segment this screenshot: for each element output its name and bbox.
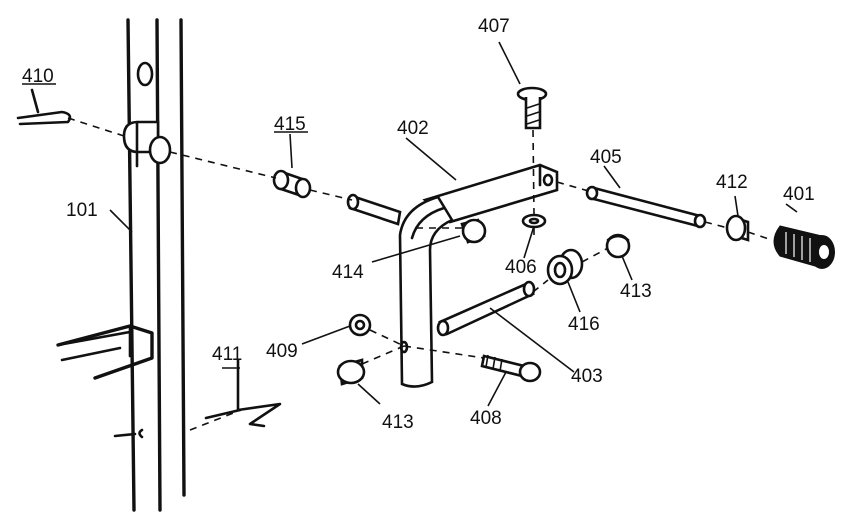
label-408: 408 (470, 408, 502, 429)
frame-post (56, 18, 186, 512)
label-410: 410 (22, 66, 54, 87)
pin-411 (204, 358, 282, 428)
label-415: 415 (274, 114, 306, 135)
label-413-right: 413 (620, 281, 652, 302)
bolt-407 (516, 86, 548, 130)
nut-409 (348, 313, 372, 337)
label-411: 411 (212, 344, 242, 365)
label-401: 401 (783, 184, 815, 205)
label-413-lower: 413 (382, 412, 414, 433)
leader-lines (22, 41, 798, 407)
label-414: 414 (332, 262, 364, 283)
pin-410 (16, 88, 72, 126)
bushing-416 (546, 248, 584, 286)
cap-412 (725, 214, 750, 242)
label-412: 412 (716, 172, 748, 193)
nut-406 (521, 213, 547, 229)
label-409: 409 (266, 341, 298, 362)
bushing-413-right (605, 233, 631, 259)
label-403: 403 (571, 366, 603, 387)
label-416: 416 (568, 314, 600, 335)
label-101: 101 (66, 200, 98, 221)
spacer-415 (272, 169, 312, 199)
label-405: 405 (590, 147, 622, 168)
label-406: 406 (505, 257, 537, 278)
bushing-414 (460, 218, 487, 244)
bolt-408 (480, 354, 542, 383)
part-labels: 410 101 415 402 407 405 412 401 414 406 … (22, 16, 815, 433)
shaft-403 (436, 280, 536, 337)
post-collar (122, 120, 172, 168)
shaft-405 (585, 185, 707, 229)
knob-401 (773, 225, 835, 269)
bracket-402 (346, 163, 559, 388)
bushing-413-lower (336, 358, 366, 386)
assembly-lines (67, 117, 773, 431)
label-402: 402 (397, 118, 429, 139)
label-407: 407 (478, 16, 510, 37)
